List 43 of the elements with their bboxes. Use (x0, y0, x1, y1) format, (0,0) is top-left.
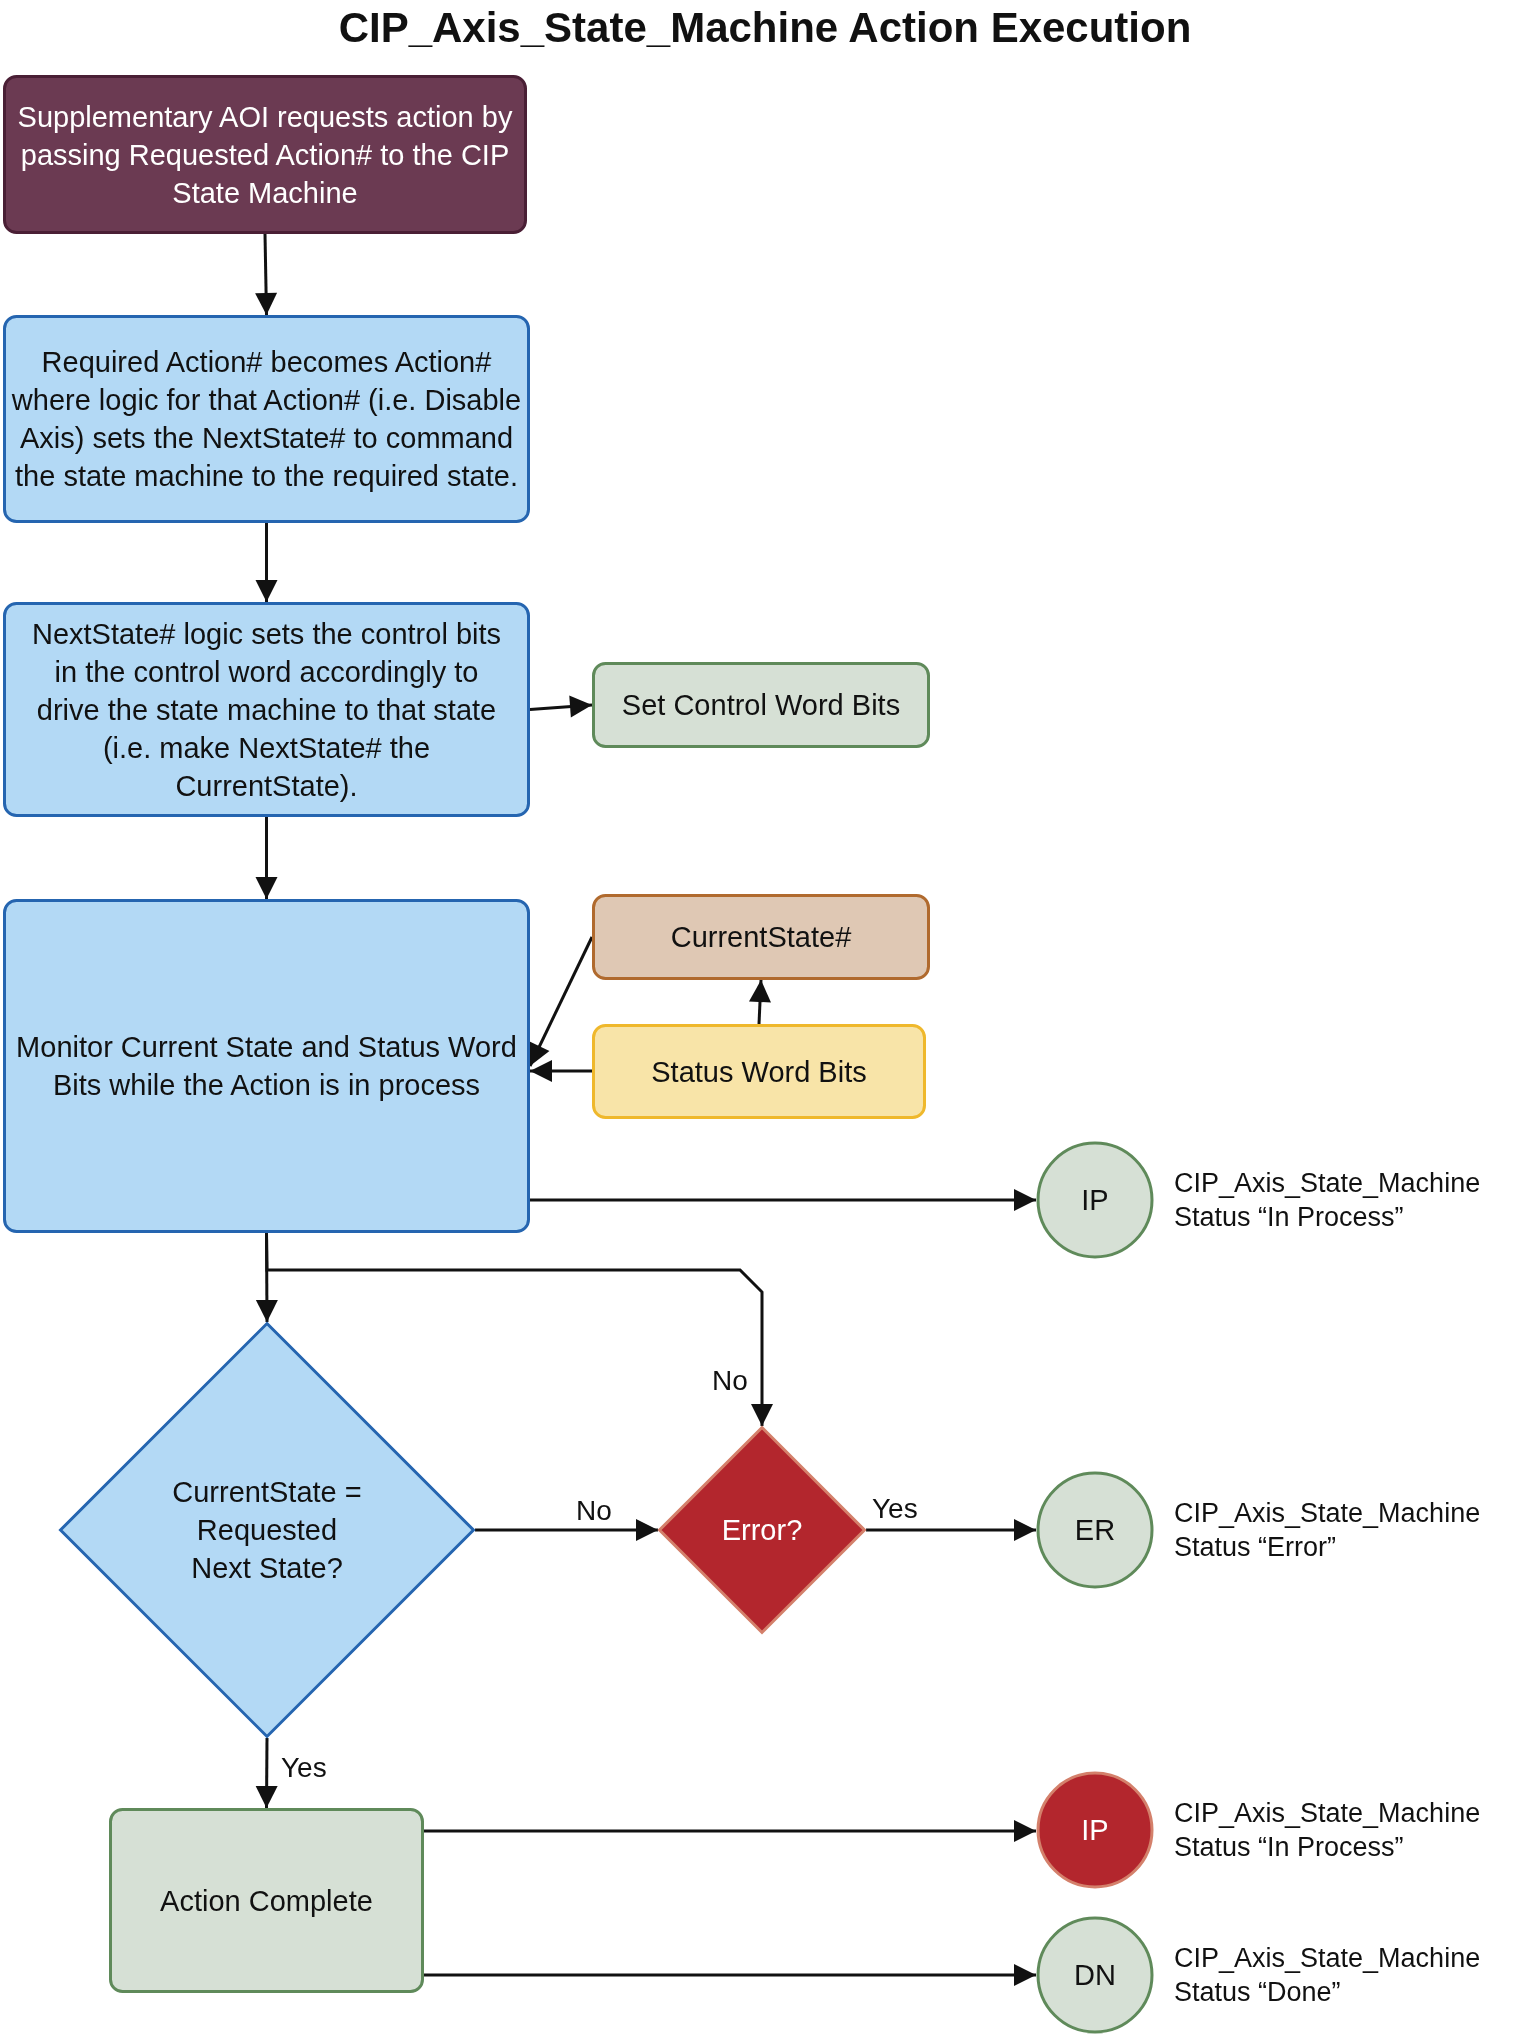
node-text: Action Complete (160, 1883, 373, 1919)
arrow (866, 1519, 1036, 1541)
node-text: Supplementary AOI requests action by passing Requested Action# to the CIP State Machine (16, 99, 514, 211)
node-text: DN (1074, 1958, 1116, 1993)
arrow (528, 936, 594, 1067)
process-box (3, 602, 530, 817)
node-text: IP (1081, 1813, 1109, 1848)
process-box (109, 1808, 424, 1993)
input-box (592, 894, 930, 980)
process-box (3, 899, 530, 1233)
node-text: ER (1074, 1513, 1116, 1548)
diagram-title: CIP_Axis_State_Machine Action Execution (337, 4, 1193, 52)
process-box (3, 75, 527, 234)
arrow (265, 1232, 773, 1426)
output-box (592, 662, 930, 748)
arrow (255, 523, 278, 602)
node-text: CurrentState = Requested Next State? (171, 1475, 363, 1586)
node-text: NextState# logic sets the control bits in the control word accordingly to drive the state machine to that state (i.e. make NextState# the CurrentState). (30, 616, 503, 804)
decision-diamond (59, 1322, 475, 1738)
node-text: Error? (721, 1513, 803, 1548)
arrow (255, 233, 278, 316)
arrow (749, 979, 771, 1025)
arrow (255, 1738, 278, 1808)
node-text: Status Word Bits (651, 1054, 867, 1090)
arrow (529, 695, 593, 718)
decision-diamond (658, 1426, 866, 1634)
node-text: Set Control Word Bits (621, 688, 901, 723)
arrow (530, 1060, 592, 1082)
arrow (475, 1519, 658, 1541)
status-description: CIP_Axis_State_Machine Status “Error” (1174, 1497, 1482, 1564)
status-description: CIP_Axis_State_Machine Status “In Process” (1174, 1797, 1482, 1864)
status-description: CIP_Axis_State_Machine Status “Done” (1174, 1942, 1482, 2009)
arrow (530, 1189, 1036, 1211)
node-text: Monitor Current State and Status Word Bits while the Action is in process (15, 1030, 518, 1103)
arrow (255, 817, 278, 899)
node-text: Required Action# becomes Action# where logic for that Action# (i.e. Disable Axis) sets the NextState# to command the state machine to the required state. (10, 345, 523, 494)
status-description: CIP_Axis_State_Machine Status “In Process” (1174, 1167, 1482, 1234)
input-box (592, 1024, 926, 1119)
arrow (424, 1820, 1036, 1842)
process-box (3, 315, 530, 523)
node-text: CurrentState# (670, 920, 852, 955)
node-text: IP (1081, 1183, 1109, 1218)
arrow (424, 1964, 1036, 1986)
